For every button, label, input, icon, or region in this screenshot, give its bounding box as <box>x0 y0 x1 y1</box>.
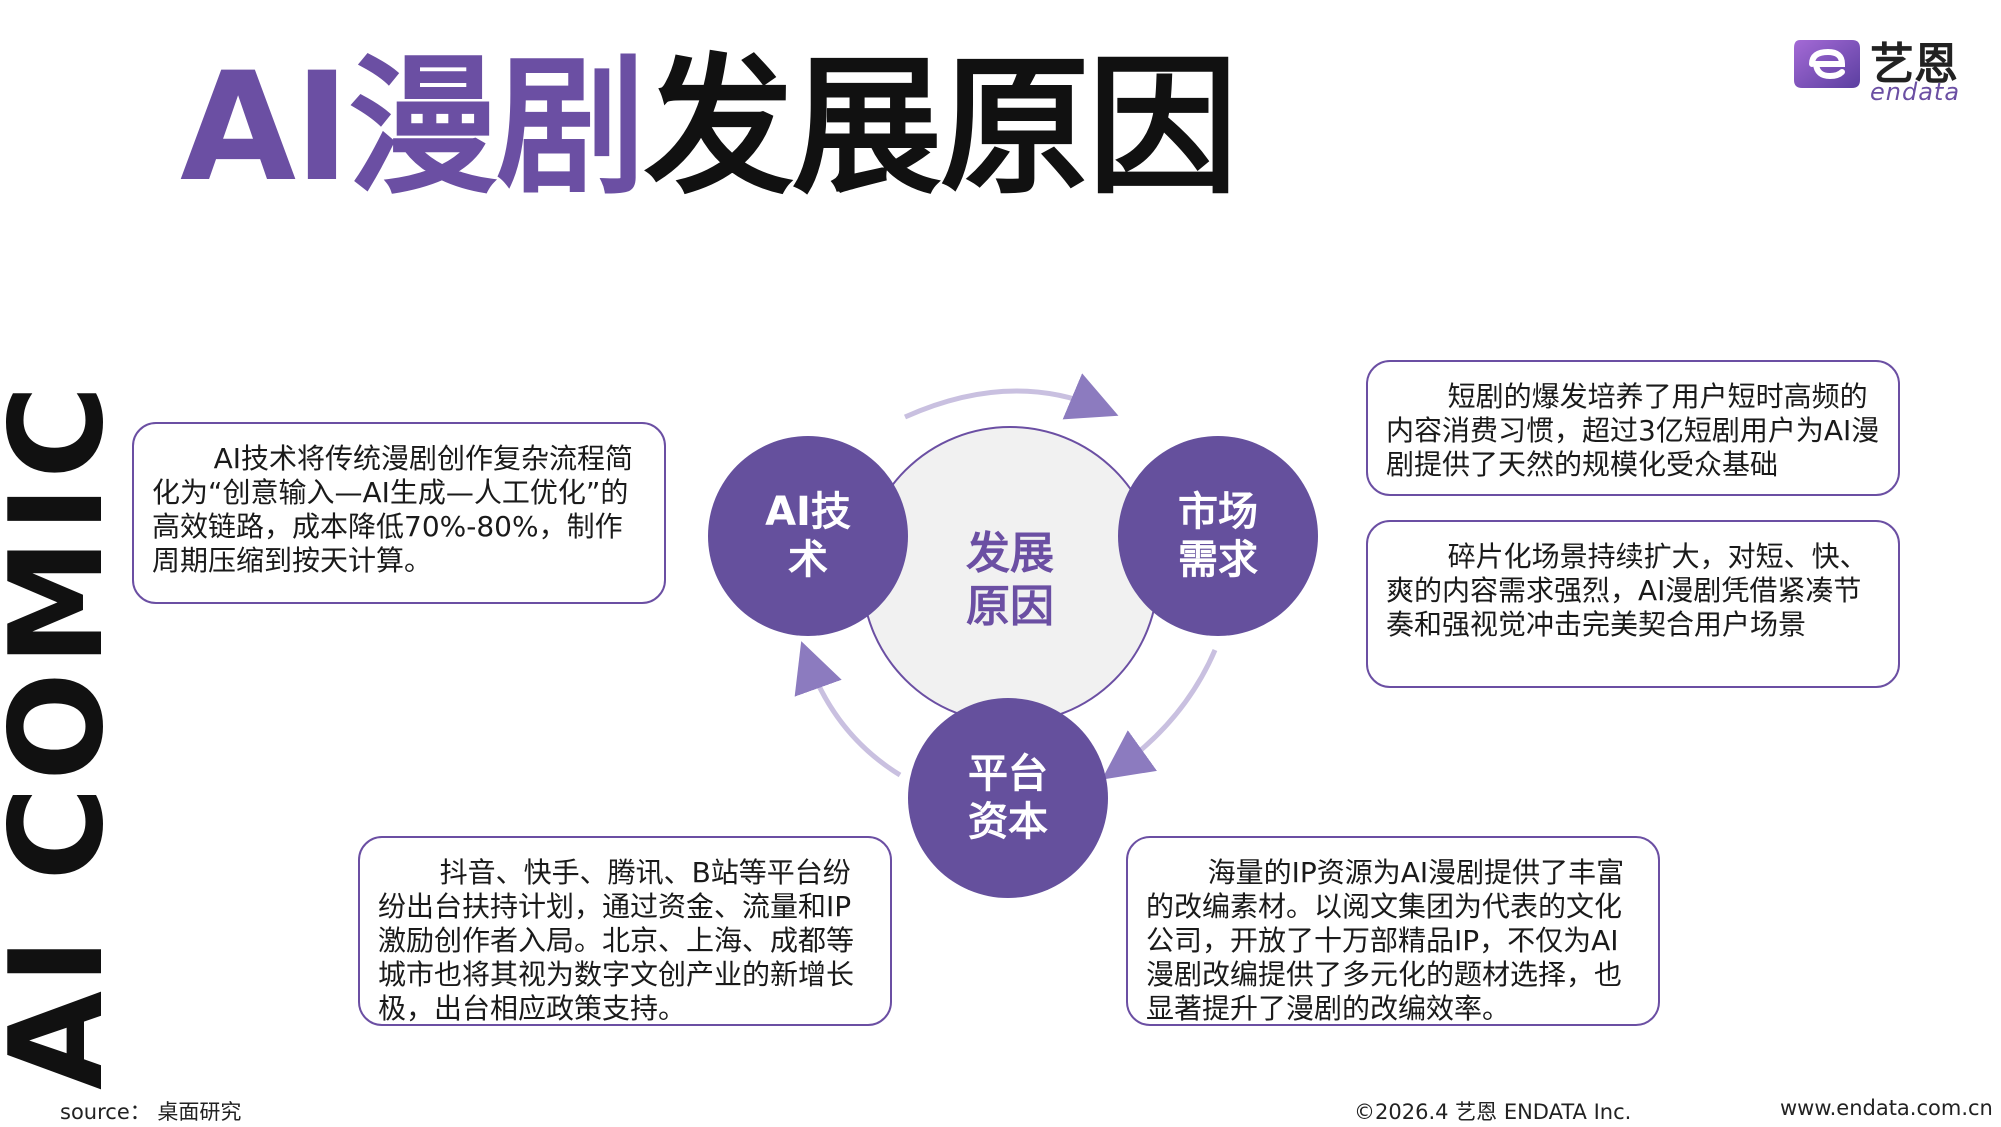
node-market-demand-label: 市场需求 <box>1178 489 1258 583</box>
node-ai-tech-label: AI技术 <box>765 489 851 583</box>
box-ai-tech: AI技术将传统漫剧创作复杂流程简化为“创意输入—AI生成—人工优化”的高效链路，… <box>132 422 666 604</box>
box-ip-resources: 海量的IP资源为AI漫剧提供了丰富的改编素材。以阅文集团为代表的文化公司，开放了… <box>1126 836 1660 1026</box>
page-title: AI漫剧发展原因 <box>180 49 1238 208</box>
cycle-arrow-right <box>1101 649 1218 780</box>
node-platform-capital: 平台资本 <box>908 698 1108 898</box>
box-platform-capital: 抖音、快手、腾讯、B站等平台纷纷出台扶持计划，通过资金、流量和IP激励创作者入局… <box>358 836 892 1026</box>
box-market-habit: 短剧的爆发培养了用户短时高频的内容消费习惯，超过3亿短剧用户为AI漫剧提供了天然… <box>1366 360 1900 496</box>
endata-logo: 艺恩 endata <box>1790 28 1980 108</box>
cycle-arrow-left <box>794 641 902 778</box>
endata-logo-icon <box>1794 40 1860 88</box>
center-label: 发展原因 <box>966 528 1054 632</box>
title-accent: AI漫剧 <box>180 41 646 215</box>
node-platform-capital-label: 平台资本 <box>968 751 1048 845</box>
footer-url[interactable]: www.endata.com.cn <box>1780 1096 1993 1120</box>
box-market-scene: 碎片化场景持续扩大，对短、快、爽的内容需求强烈，AI漫剧凭借紧凑节奏和强视觉冲击… <box>1366 520 1900 688</box>
node-market-demand: 市场需求 <box>1118 436 1318 636</box>
node-ai-tech: AI技术 <box>708 436 908 636</box>
logo-en-text: endata <box>1870 78 1961 106</box>
title-rest: 发展原因 <box>643 41 1238 215</box>
footer-copyright: ©2026.4 艺恩 ENDATA Inc. <box>1354 1100 1632 1124</box>
cycle-arrow-top <box>903 373 1119 420</box>
logo-cn-text: 艺恩 <box>1870 39 1958 90</box>
footer-source: source： 桌面研究 <box>60 1100 242 1124</box>
